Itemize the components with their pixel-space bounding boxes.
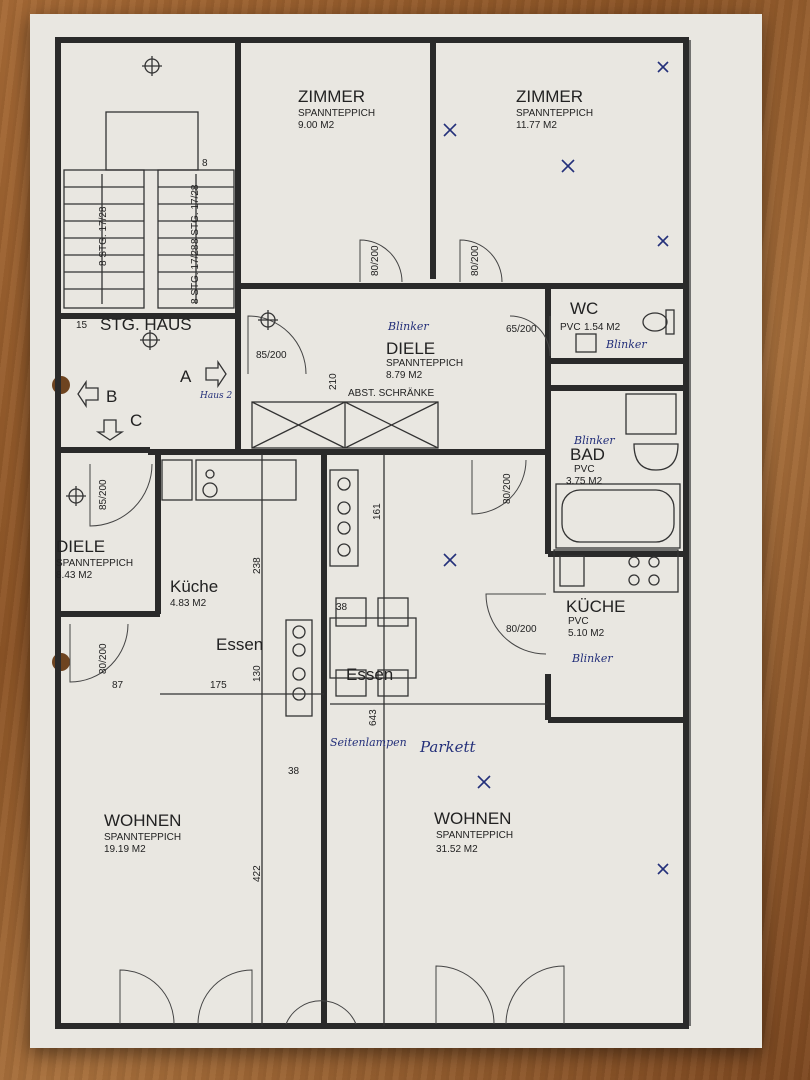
room-kueche2-floor: PVC: [568, 616, 589, 627]
room-wohnen2-floor: SPANNTEPPICH: [436, 830, 513, 841]
wc-toilet: [575, 309, 675, 353]
room-wohnen1-name: WOHNEN: [104, 811, 181, 830]
dim-643: 643: [368, 709, 379, 726]
floor-plan-drawing: 8 STG. 17/28 8 STG. 17/28 8 STG. 17/28 1…: [52, 37, 691, 1029]
kitchen1-counter: [161, 459, 313, 717]
room-zimmer2-floor: SPANNTEPPICH: [516, 108, 593, 119]
room-wohnen2-name: WOHNEN: [434, 809, 511, 828]
kitchen2-stove: [329, 469, 359, 567]
dim-130: 130: [252, 665, 263, 682]
balcony-door-2a: [435, 965, 495, 1025]
room-wohnen2-area: 31.52 M2: [436, 844, 478, 855]
stair-landing: [105, 111, 199, 171]
handnote-blinker-4: Blinker: [571, 652, 613, 665]
dim-door-diele: 85/200: [256, 350, 287, 361]
room-zimmer2-name: ZIMMER: [516, 87, 583, 106]
room-wc-name: WC: [570, 299, 598, 318]
marker-b: B: [106, 387, 117, 406]
dim-38a: 38: [336, 602, 348, 613]
door-kueche2: [485, 593, 547, 655]
dim-door-diele2: 85/200: [98, 479, 109, 510]
stairs-count-8: 8: [202, 158, 208, 169]
door-wc: [509, 315, 551, 357]
door-wohnen1: [69, 623, 129, 683]
room-zimmer1-area: 9.00 M2: [298, 120, 335, 131]
bath-fixtures: [555, 393, 681, 549]
room-bad-area: 3.75 M2: [566, 476, 603, 487]
balcony-door-2b: [505, 965, 565, 1025]
room-bad-name: BAD: [570, 445, 605, 464]
room-wohnen1-area: 19.19 M2: [104, 844, 146, 855]
ceiling-lamp-symbols: [66, 56, 278, 506]
room-zimmer1-name: ZIMMER: [298, 87, 365, 106]
stair-flight-right: [157, 169, 235, 309]
handnote-haus2: Haus 2: [199, 391, 232, 401]
room-kueche1-name: Küche: [170, 577, 218, 596]
stairs-label-2: 8 STG. 17/28: [190, 184, 201, 244]
door-bad: [471, 459, 527, 515]
handnote-parkett: Parkett: [419, 738, 477, 756]
handnote-blinker-1: Blinker: [387, 320, 429, 333]
room-diele1-floor: SPANNTEPPICH: [386, 358, 463, 369]
room-wohnen1-floor: SPANNTEPPICH: [104, 832, 181, 843]
handnote-blinker-2: Blinker: [605, 338, 647, 351]
dim-door-wohnen1: 80/200: [98, 643, 109, 674]
dim-87: 87: [112, 680, 124, 691]
room-essen2-name: Essen: [346, 665, 393, 684]
room-stghaus-name: STG. HAUS: [100, 315, 192, 334]
room-kueche2-area: 5.10 M2: [568, 628, 605, 639]
outer-wall: [55, 37, 689, 1029]
door-diele1: [247, 315, 307, 375]
arrow-c-icon: [95, 419, 125, 441]
balcony-door-center: [285, 1000, 357, 1025]
dim-175: 175: [210, 680, 227, 691]
kitchen2-counter: [553, 549, 679, 593]
stairs-label-1: 8 STG. 17/28: [98, 206, 109, 266]
built-in-cupboards: [251, 401, 439, 449]
room-wc-floor: PVC: [560, 322, 581, 333]
door-zimmer1: [359, 239, 403, 283]
arrow-b-icon: [77, 379, 99, 409]
dim-238: 238: [252, 557, 263, 574]
marker-c: C: [130, 411, 142, 430]
room-wc-area: 1.54 M2: [584, 322, 621, 333]
room-zimmer1-floor: SPANNTEPPICH: [298, 108, 375, 119]
room-diele2-area: 8.43 M2: [56, 570, 93, 581]
room-diele1-area: 8.79 M2: [386, 370, 423, 381]
dim-38b: 38: [288, 766, 300, 777]
floor-plan-sheet: 8 STG. 17/28 8 STG. 17/28 8 STG. 17/28 1…: [30, 14, 762, 1048]
handnote-seitenlampen: Seitenlampen: [330, 736, 407, 749]
room-diele1-name: DIELE: [386, 339, 435, 358]
dim-door-kueche2: 80/200: [506, 624, 537, 635]
stair-flight-left: [63, 169, 145, 309]
pen-cross-marks: [443, 61, 669, 875]
dim-422: 422: [252, 865, 263, 882]
room-diele2-name: DIELE: [56, 537, 105, 556]
balcony-door-1a: [119, 969, 175, 1025]
dim-door-zimmer1: 80/200: [370, 245, 381, 276]
room-diele2-floor: SPANNTEPPICH: [56, 558, 133, 569]
dim-door-zimmer2: 80/200: [470, 245, 481, 276]
stairs-label-3: 8 STG. 17/28: [190, 244, 201, 304]
room-kueche2-name: KÜCHE: [566, 597, 626, 616]
dim-door-bad: 80/200: [502, 473, 513, 504]
arrow-a-icon: [205, 359, 227, 389]
dining-table-set: [329, 597, 417, 697]
balcony-door-1b: [197, 969, 253, 1025]
dim-161: 161: [372, 503, 383, 520]
handnote-blinker-3: Blinker: [573, 434, 615, 447]
stairs-count-15: 15: [76, 320, 88, 331]
room-bad-floor: PVC: [574, 464, 595, 475]
room-essen1-name: Essen: [216, 635, 263, 654]
marker-a: A: [180, 367, 192, 386]
door-zimmer2: [459, 239, 503, 283]
door-diele2: [89, 463, 153, 527]
label-abst-schraenke: ABST. SCHRÄNKE: [348, 387, 434, 399]
room-zimmer2-area: 11.77 M2: [516, 120, 557, 131]
room-kueche1-area: 4.83 M2: [170, 598, 207, 609]
dim-door-wc: 65/200: [506, 324, 537, 335]
dim-210: 210: [328, 373, 339, 390]
